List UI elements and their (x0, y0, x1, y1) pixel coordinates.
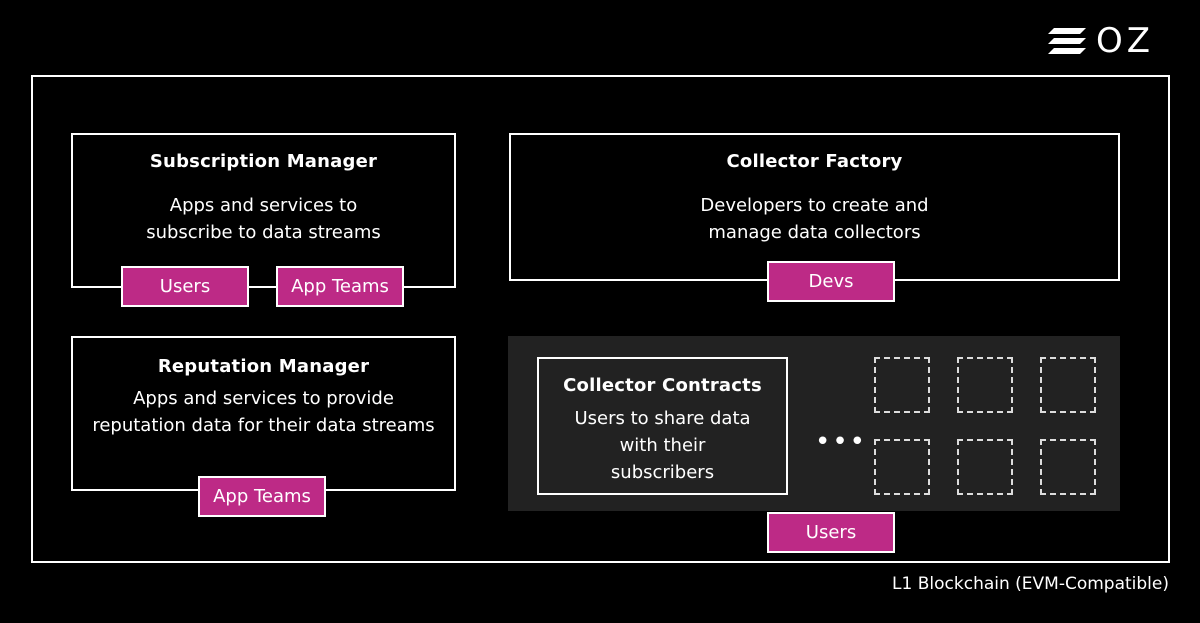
desc-line: Developers to create and (700, 195, 929, 216)
desc-line: with their (619, 435, 706, 456)
oz-logo-icon (1048, 28, 1086, 54)
desc-line: reputation data for their data streams (92, 415, 435, 436)
tag-app-teams: App Teams (198, 476, 326, 517)
blockchain-container (31, 75, 1170, 563)
collector-contracts-description: Users to share data with their subscribe… (539, 405, 786, 486)
collector-contracts-box: Collector Contracts Users to share data … (537, 357, 788, 495)
collector-factory-title: Collector Factory (726, 151, 903, 172)
logo-text: OZ (1096, 21, 1155, 61)
container-label: L1 Blockchain (EVM-Compatible) (892, 574, 1169, 594)
collector-contracts-panel (508, 336, 1120, 511)
tag-users: Users (767, 512, 895, 553)
subscription-manager-title: Subscription Manager (149, 151, 378, 172)
tag-app-teams: App Teams (276, 266, 404, 307)
reputation-manager-title: Reputation Manager (157, 356, 370, 377)
placeholder-contract (957, 357, 1013, 413)
placeholder-contract (874, 439, 930, 495)
desc-line: Apps and services to provide (133, 388, 394, 409)
desc-line: subscribers (610, 462, 715, 483)
desc-line: Apps and services to (169, 195, 358, 216)
collector-contracts-title: Collector Contracts (563, 375, 762, 396)
collector-factory-description: Developers to create and manage data col… (511, 192, 1118, 246)
placeholder-contract (874, 357, 930, 413)
tag-devs: Devs (767, 261, 895, 302)
desc-line: Users to share data (574, 408, 751, 429)
desc-line: manage data collectors (708, 222, 921, 243)
placeholder-contract (1040, 439, 1096, 495)
reputation-manager-description: Apps and services to provide reputation … (73, 385, 454, 439)
ellipsis-icon: ••• (815, 427, 868, 457)
desc-line: subscribe to data streams (146, 222, 381, 243)
placeholder-contract (1040, 357, 1096, 413)
placeholder-contract (957, 439, 1013, 495)
subscription-manager-box: Subscription Manager Apps and services t… (71, 133, 456, 288)
oz-logo: OZ (1046, 24, 1154, 58)
collector-factory-box: Collector Factory Developers to create a… (509, 133, 1120, 281)
subscription-manager-description: Apps and services to subscribe to data s… (73, 192, 454, 246)
reputation-manager-box: Reputation Manager Apps and services to … (71, 336, 456, 491)
tag-users: Users (121, 266, 249, 307)
